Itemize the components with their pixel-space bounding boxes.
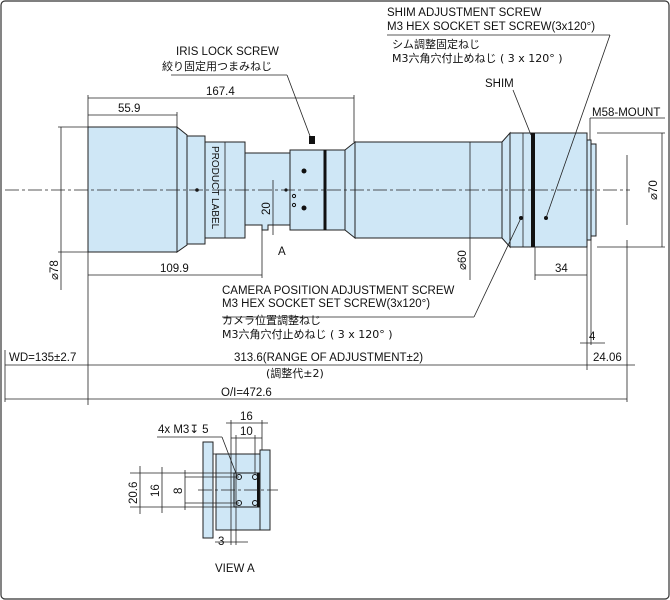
shim-label: SHIM: [485, 78, 514, 90]
dim-109-9: 109.9: [160, 263, 189, 275]
dim-167-4: 167.4: [206, 86, 235, 98]
cam-screw-jp2: M3六角穴付止めねじ ( 3 x 120° ): [222, 327, 393, 341]
dim-oi: O/I=472.6: [221, 387, 272, 399]
dim-view-16-v: 16: [150, 484, 162, 497]
cam-screw-en1: CAMERA POSITION ADJUSTMENT SCREW: [222, 285, 455, 297]
cam-screw-jp1: カメラ位置調整ねじ: [222, 313, 321, 327]
cam-screw-en2: M3 HEX SOCKET SET SCREW(3x120°): [222, 298, 430, 310]
dim-view-10: 10: [240, 426, 253, 438]
holes-label: 4x M3↧ 5: [158, 424, 209, 436]
mount-label: M58-MOUNT: [592, 107, 660, 119]
dim-dia-78: ⌀78: [49, 260, 61, 280]
dim-view-20-6: 20.6: [128, 482, 140, 504]
front-barrel: [87, 126, 178, 253]
product-label: PRODUCT LABEL: [209, 146, 220, 230]
shim-screw-jp2: M3六角穴付止めねじ ( 3 x 120° ): [392, 51, 563, 65]
narrow-tube: [244, 152, 291, 231]
front-taper: [176, 125, 188, 253]
dim-view-16: 16: [240, 411, 253, 423]
dim-range-jp: (調整代±2): [266, 366, 324, 380]
shim-screw-en1: SHIM ADJUSTMENT SCREW: [387, 7, 542, 19]
iris-lock-en: IRIS LOCK SCREW: [176, 46, 279, 58]
dim-dia-70: ⌀70: [648, 180, 660, 200]
dim-20: 20: [261, 202, 273, 215]
dim-4: 4: [589, 331, 596, 343]
shim-screw-en2: M3 HEX SOCKET SET SCREW(3x120°): [387, 21, 595, 33]
dim-wd: WD=135±2.7: [9, 352, 76, 364]
dim-55-9: 55.9: [118, 103, 140, 115]
dim-view-8: 8: [173, 488, 185, 494]
dim-34: 34: [555, 263, 568, 275]
shim-screw-jp1: シム調整固定ねじ: [392, 37, 480, 51]
dim-range: 313.6(RANGE OF ADJUSTMENT±2): [234, 352, 423, 364]
shim-band: [531, 133, 535, 247]
view-a-drawing: [130, 420, 278, 545]
view-a-title: VIEW A: [215, 563, 255, 575]
dim-24-06: 24.06: [593, 352, 622, 364]
dim-view-3: 3: [218, 536, 224, 548]
dimension-lines: [4, 34, 665, 405]
dim-dia-60: ⌀60: [457, 250, 469, 270]
iris-lock-screw: [309, 136, 315, 144]
view-a-arrow-label: A: [278, 246, 286, 258]
iris-lock-jp: 絞り固定用つまみねじ: [162, 59, 272, 73]
